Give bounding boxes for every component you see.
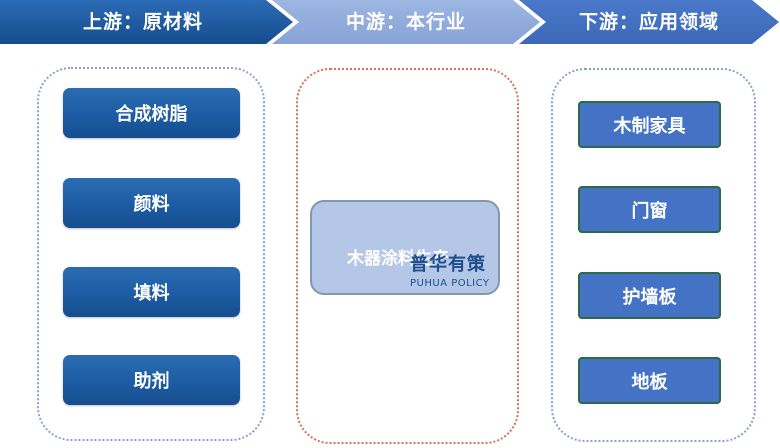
- downstream-item-doors-windows: 门窗: [578, 186, 721, 233]
- header-chevrons: [0, 0, 779, 44]
- downstream-item-wood-furniture: 木制家具: [578, 101, 721, 148]
- downstream-header-label: 下游：应用领域: [578, 11, 719, 33]
- midstream-item-box: 木器涂料生产: [310, 200, 500, 295]
- midstream-chevron: [272, 0, 540, 44]
- midstream-panel: [296, 68, 519, 444]
- watermark-logo-subtext: PUHUA POLICY: [410, 278, 490, 289]
- upstream-item-pigment: 颜料: [63, 178, 240, 228]
- downstream-item-wall-panel: 护墙板: [578, 272, 721, 319]
- upstream-panel: [37, 67, 265, 441]
- upstream-item-additive: 助剂: [63, 355, 240, 405]
- downstream-item-flooring: 地板: [578, 357, 721, 404]
- watermark-logo-text: 普华有策: [410, 254, 486, 275]
- upstream-item-synthetic-resin: 合成树脂: [63, 88, 240, 138]
- downstream-chevron: [519, 0, 779, 44]
- upstream-header-label: 上游：原材料: [82, 11, 203, 33]
- midstream-item-label: 木器涂料生产: [347, 249, 449, 269]
- upstream-chevron: [0, 0, 293, 44]
- upstream-item-filler: 填料: [63, 267, 240, 317]
- midstream-header-label: 中游：本行业: [345, 11, 466, 33]
- downstream-panel: [551, 68, 756, 442]
